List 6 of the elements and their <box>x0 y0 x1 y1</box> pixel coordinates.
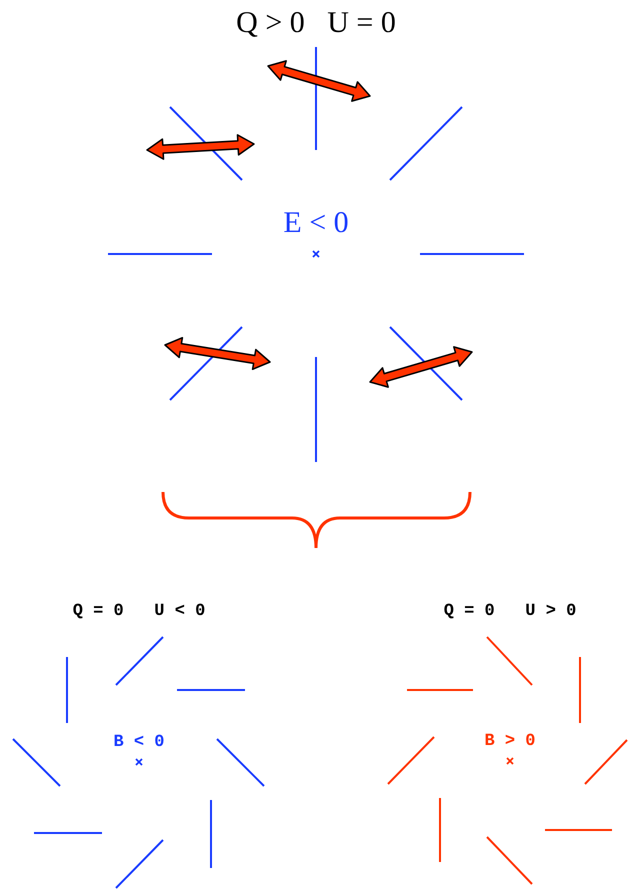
formula-label: E < 0 <box>283 208 349 238</box>
formula-label: B < 0 <box>114 734 164 751</box>
formula-label: B > 0 <box>484 733 536 750</box>
formula-label: Q = 0 U < 0 <box>72 603 206 620</box>
formula-label: Q > 0 U = 0 <box>236 8 396 38</box>
formula-label: Q = 0 U > 0 <box>444 603 576 620</box>
